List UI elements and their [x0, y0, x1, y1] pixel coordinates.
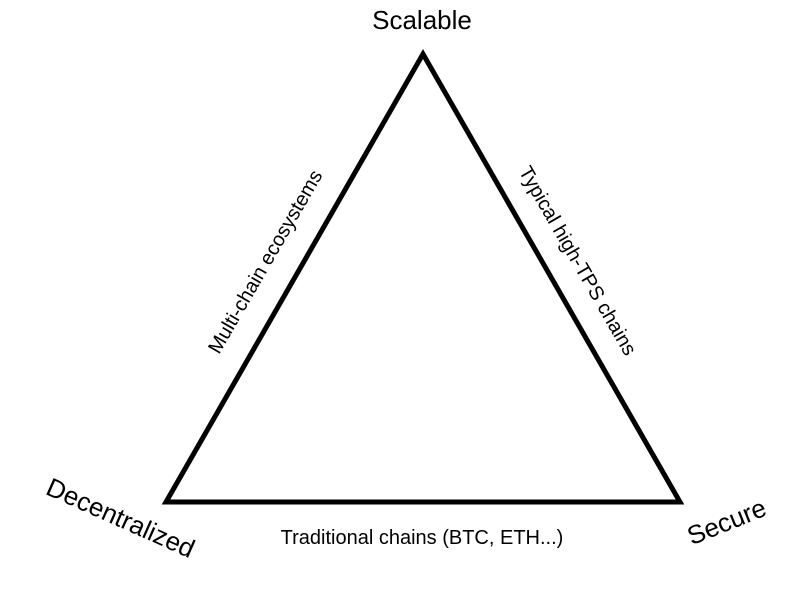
edge-label-high-tps: Typical high-TPS chains — [514, 163, 640, 360]
vertex-label-scalable: Scalable — [372, 5, 472, 35]
vertex-label-secure: Secure — [683, 492, 771, 551]
edge-label-traditional-chains: Traditional chains (BTC, ETH...) — [281, 527, 564, 549]
trilemma-triangle — [161, 48, 685, 505]
